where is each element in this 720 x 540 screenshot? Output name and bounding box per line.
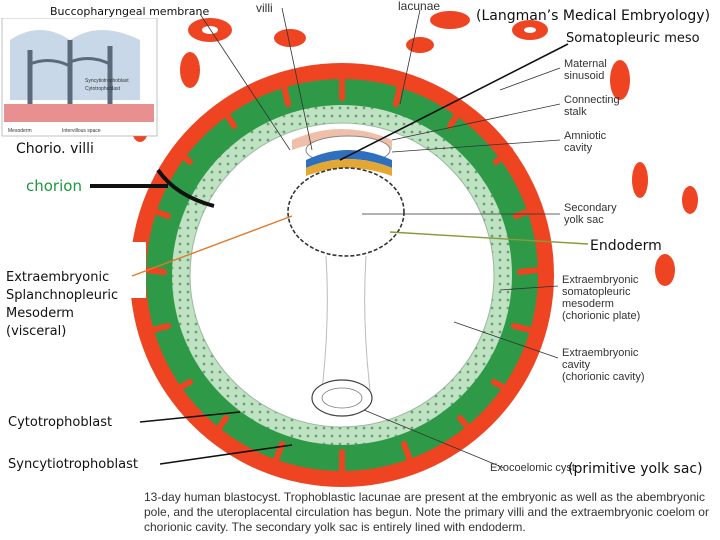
extra-line-4: (visceral) bbox=[6, 324, 67, 339]
somatopleuric-mesoderm-label: Extraembryonic somatopleuric mesoderm (c… bbox=[562, 274, 641, 322]
extra-line-1: Extraembryonic bbox=[6, 270, 110, 285]
trophoblast-villi bbox=[143, 77, 541, 473]
secondary-yolk-sac-shape bbox=[287, 167, 405, 257]
lacunae-label: lacunae bbox=[398, 0, 441, 13]
figure-caption: 13-day human blastocyst. Trophoblastic l… bbox=[144, 490, 709, 534]
cytotrophoblast-label: Cytotrophoblast bbox=[8, 415, 113, 430]
leader-lines bbox=[131, 7, 589, 469]
primitive-yolk-sac-label: (primitive yolk sac) bbox=[568, 461, 703, 477]
extra-line-2: Splanchnopleuric bbox=[6, 288, 119, 303]
somatopleuric-meso-label: Somatopleuric meso bbox=[566, 31, 700, 46]
chorionic-cavity bbox=[189, 122, 495, 428]
extra-line-3: Mesoderm bbox=[6, 306, 74, 321]
maternal-sinusoid-label: Maternal sinusoid bbox=[564, 58, 607, 82]
curved-arrow-icon bbox=[90, 168, 215, 208]
exocoelomic-cyst-shape bbox=[311, 379, 373, 417]
secondary-yolk-sac-label: Secondary yolk sac bbox=[564, 202, 617, 226]
chorion-label: chorion bbox=[26, 177, 82, 195]
inset-diagram: Syncytiotrophoblast Cytotrophoblast Meso… bbox=[1, 17, 158, 137]
syncytiotrophoblast-label: Syncytiotrophoblast bbox=[8, 457, 138, 472]
citation-label: (Langman’s Medical Embryology) bbox=[476, 8, 711, 24]
endoderm-label: Endoderm bbox=[590, 238, 662, 254]
maternal-sinusoid-outer bbox=[202, 26, 536, 34]
extraembryonic-cavity-label: Extraembryonic cavity (chorionic cavity) bbox=[562, 347, 645, 383]
inset-intervillous-label: Intervillous space bbox=[62, 128, 101, 134]
inset-mesoderm-label: Mesoderm bbox=[8, 128, 32, 134]
hypoblast-layer bbox=[306, 159, 392, 176]
amniotic-cavity-label: Amniotic cavity bbox=[564, 130, 607, 154]
buccopharyngeal-label: Buccopharyngeal membrane bbox=[50, 5, 210, 18]
epiblast-layer bbox=[306, 150, 392, 168]
extraembryonic-splanchnopleuric-label: Extraembryonic Splanchnopleuric Mesoderm… bbox=[6, 269, 118, 341]
inset-cyto-label: Cytotrophoblast bbox=[85, 86, 121, 92]
connecting-stalk-label: Connecting stalk bbox=[564, 94, 620, 118]
chorio-villi-label: Chorio. villi bbox=[16, 141, 94, 157]
villi-label: villi bbox=[256, 1, 273, 15]
inset-syncytio-label: Syncytiotrophoblast bbox=[85, 78, 129, 84]
exocoelomic-cyst-label: Exocoelomic cyst bbox=[490, 462, 575, 474]
